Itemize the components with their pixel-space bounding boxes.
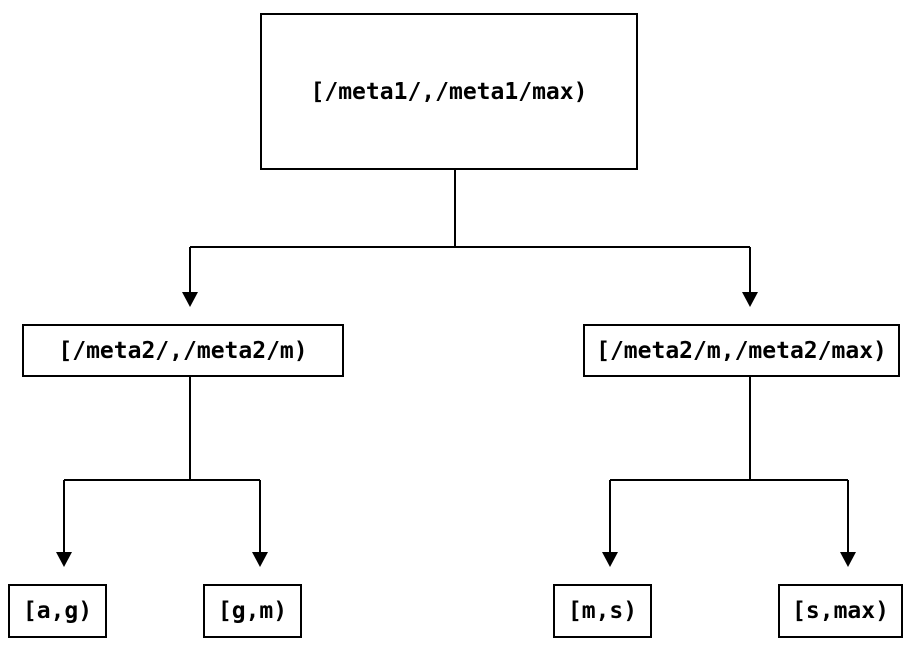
node-right-child-interval: [/meta2/m,/meta2/max) xyxy=(583,324,900,377)
node-label: [/meta2/m,/meta2/max) xyxy=(596,337,887,364)
node-leaf-interval: [a,g) xyxy=(8,584,107,638)
arrowhead-down-icon xyxy=(742,292,758,307)
node-label: [a,g) xyxy=(22,598,93,624)
node-label: [/meta1/,/meta1/max) xyxy=(310,78,588,105)
node-leaf-interval: [s,max) xyxy=(778,584,903,638)
node-left-child-interval: [/meta2/,/meta2/m) xyxy=(22,324,344,377)
arrowhead-down-icon xyxy=(252,552,268,567)
node-leaf-interval: [m,s) xyxy=(553,584,652,638)
node-leaf-interval: [g,m) xyxy=(203,584,302,638)
edge-left-child-to-leaves xyxy=(63,377,261,552)
node-root-interval: [/meta1/,/meta1/max) xyxy=(260,13,638,170)
node-label: [s,max) xyxy=(792,598,889,624)
edge-right-child-to-leaves xyxy=(609,377,849,552)
arrowhead-down-icon xyxy=(182,292,198,307)
node-label: [g,m) xyxy=(217,598,288,624)
node-label: [m,s) xyxy=(567,598,638,624)
edge-root-to-children xyxy=(189,170,751,292)
arrowhead-down-icon xyxy=(56,552,72,567)
node-label: [/meta2/,/meta2/m) xyxy=(58,337,308,364)
arrowhead-down-icon xyxy=(840,552,856,567)
arrowhead-down-icon xyxy=(602,552,618,567)
